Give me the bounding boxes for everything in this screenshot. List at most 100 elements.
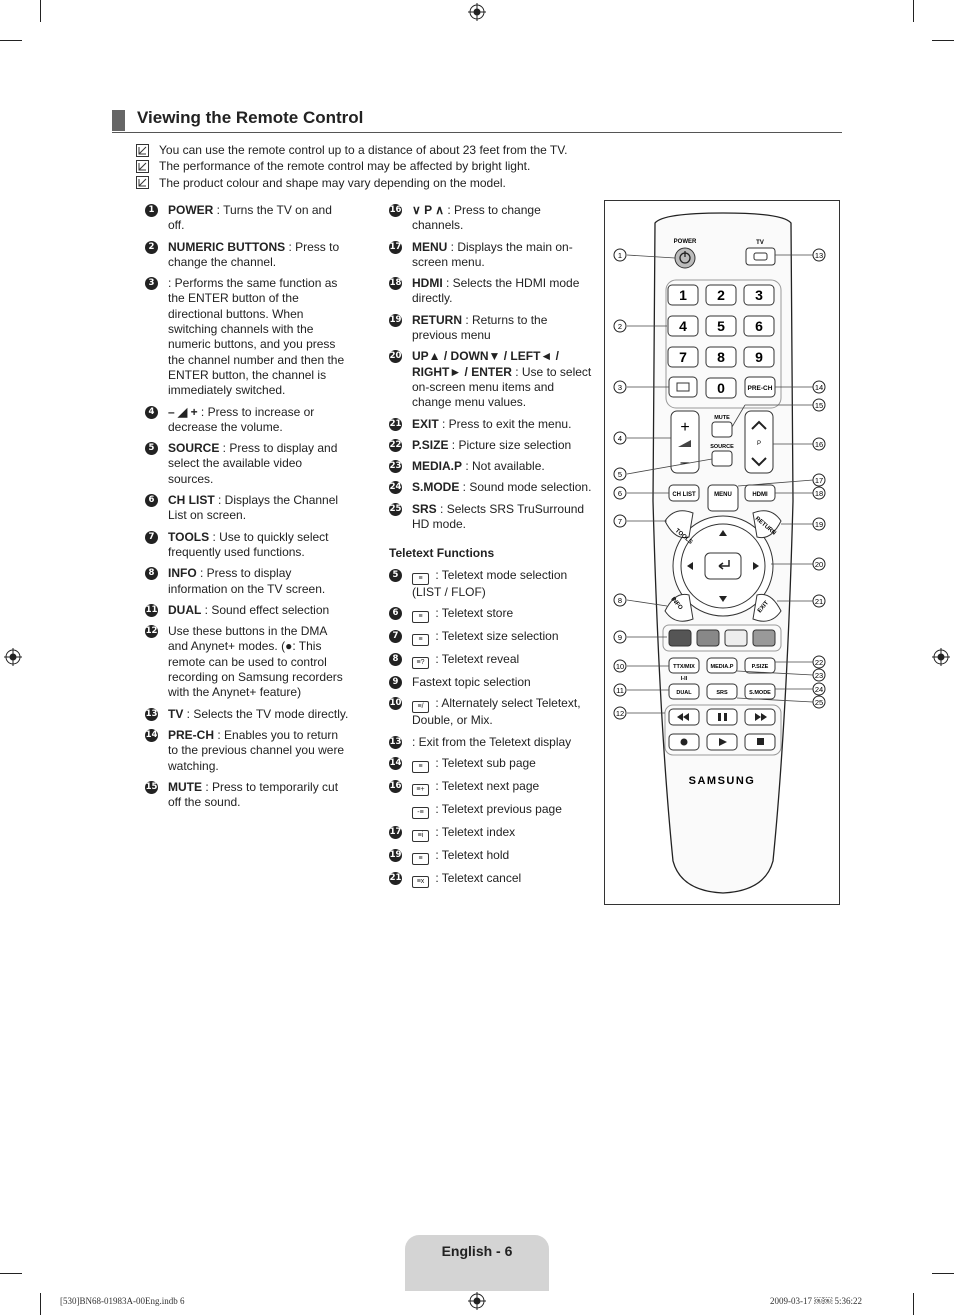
callout-label: 18 xyxy=(815,489,823,498)
callout-label: 15 xyxy=(815,401,823,410)
item-description: : Alternately select Teletext, Double, o… xyxy=(412,696,581,728)
item-description: : Press to temporarily cut off the sound… xyxy=(168,779,339,810)
callout-label: 14 xyxy=(815,383,823,392)
left_item-item: 3 : Performs the same function as the EN… xyxy=(145,276,350,398)
item-description: : Teletext cancel xyxy=(432,870,522,885)
blue-button[interactable] xyxy=(752,629,776,647)
teletext-icon: ≡i xyxy=(412,829,429,842)
volume-rocker[interactable] xyxy=(670,410,700,474)
pause-button[interactable] xyxy=(706,708,738,726)
item-description: : Performs the same function as the ENTE… xyxy=(168,276,345,398)
psize-button[interactable] xyxy=(744,657,776,674)
key-name: RETURN xyxy=(412,312,462,327)
ttxmix-label: TTX/MIX xyxy=(673,664,695,670)
chlist-label: CH LIST xyxy=(672,492,696,498)
note-text: You can use the remote control up to a d… xyxy=(159,143,568,157)
key-name: MUTE xyxy=(168,779,202,794)
teletext_item-item: 21≡x : Teletext cancel xyxy=(389,871,594,888)
callout-number: 21 xyxy=(389,417,402,431)
digit-button-0[interactable] xyxy=(705,377,737,399)
callout-label: 1 xyxy=(618,251,622,260)
dual-button[interactable] xyxy=(668,683,700,700)
callout-marker xyxy=(812,437,826,451)
teletext_item-item: 14≡ : Teletext sub page xyxy=(389,756,594,773)
callout-number: 3 xyxy=(145,277,158,291)
source-button[interactable] xyxy=(711,450,733,467)
crop-mark xyxy=(932,40,954,41)
item-description: : Sound mode selection. xyxy=(459,480,592,495)
note-icon xyxy=(136,143,149,157)
callout-marker xyxy=(613,514,627,528)
yellow-button[interactable] xyxy=(724,629,748,647)
crop-mark xyxy=(932,1273,954,1274)
digit-button-5[interactable] xyxy=(705,315,737,337)
digit-button-7[interactable] xyxy=(667,346,699,368)
digit-button-9[interactable] xyxy=(743,346,775,368)
teletext_item-item: 6≡ : Teletext store xyxy=(389,606,594,623)
callout-marker xyxy=(812,380,826,394)
teletext-icon: ≡+ xyxy=(412,783,429,796)
return-button[interactable] xyxy=(752,510,782,539)
key-name: POWER xyxy=(168,203,214,217)
exit-button[interactable] xyxy=(752,593,782,622)
item-description: : Not available. xyxy=(462,459,545,474)
digit-button-6[interactable] xyxy=(743,315,775,337)
mediap-button[interactable] xyxy=(706,657,738,674)
mute-button[interactable] xyxy=(711,421,733,438)
callout-marker xyxy=(613,380,627,394)
channel-rocker[interactable] xyxy=(744,410,774,474)
callout-label: 22 xyxy=(815,658,823,667)
key-name: PRE-CH xyxy=(168,727,215,742)
callout-label: 21 xyxy=(815,597,823,606)
callout-number: 11 xyxy=(145,603,158,617)
item-description: : Press to change the channel. xyxy=(168,239,340,269)
print-file-info: [530]BN68-01983A-00Eng.indb 6 xyxy=(60,1296,185,1306)
callout-number: 18 xyxy=(389,277,402,291)
teletext_item-item: 9 Fastext topic selection xyxy=(389,675,594,690)
callout-number: 5 xyxy=(145,442,158,456)
info-button[interactable] xyxy=(664,593,694,622)
heading-bar xyxy=(112,110,125,131)
callout-marker xyxy=(812,594,826,608)
green-button[interactable] xyxy=(696,629,720,647)
callout-number: 14 xyxy=(389,756,402,770)
tools-button[interactable] xyxy=(664,510,694,539)
digit-button-2[interactable] xyxy=(705,284,737,306)
ttxmix-button[interactable] xyxy=(668,657,700,674)
item-description: Fastext topic selection xyxy=(412,674,531,689)
enter-button[interactable] xyxy=(668,376,698,398)
teletext-icon: ≡ xyxy=(412,610,429,623)
item-description: : Displays the Channel List on screen. xyxy=(168,493,339,523)
srs-button[interactable] xyxy=(706,683,738,700)
source-label: SOURCE xyxy=(710,444,734,450)
menu-button[interactable] xyxy=(707,484,739,512)
teletext-items: 5≡ : Teletext mode selection (LIST / FLO… xyxy=(389,568,594,888)
teletext_item-item: 13 : Exit from the Teletext display xyxy=(389,735,594,750)
item-description: : Use to select on-screen menu items and… xyxy=(412,364,592,410)
digit-button-4[interactable] xyxy=(667,315,699,337)
digit-button-1[interactable] xyxy=(667,284,699,306)
callout-marker xyxy=(812,655,826,669)
mute-label: MUTE xyxy=(714,415,730,421)
callout-number: 13 xyxy=(145,707,158,721)
key-name: MEDIA.P xyxy=(412,459,463,474)
callout-number: 9 xyxy=(389,675,402,689)
callout-marker xyxy=(812,517,826,531)
teletext-icon: ≡x xyxy=(412,875,429,888)
digit-button-3[interactable] xyxy=(743,284,775,306)
p-label: P xyxy=(757,441,761,447)
callout-number: 8 xyxy=(145,567,158,581)
digit-button-8[interactable] xyxy=(705,346,737,368)
teletext_item-item: 7≡ : Teletext size selection xyxy=(389,629,594,646)
tv-button[interactable] xyxy=(745,247,776,266)
item-description: : Selects SRS TruSurround HD mode. xyxy=(412,501,585,532)
red-button[interactable] xyxy=(668,629,692,647)
teletext-icon: ≡ xyxy=(412,633,429,646)
srs-label: SRS xyxy=(716,690,728,696)
callout-number: 20 xyxy=(389,350,402,364)
teletext-heading: Teletext Functions xyxy=(389,546,495,561)
